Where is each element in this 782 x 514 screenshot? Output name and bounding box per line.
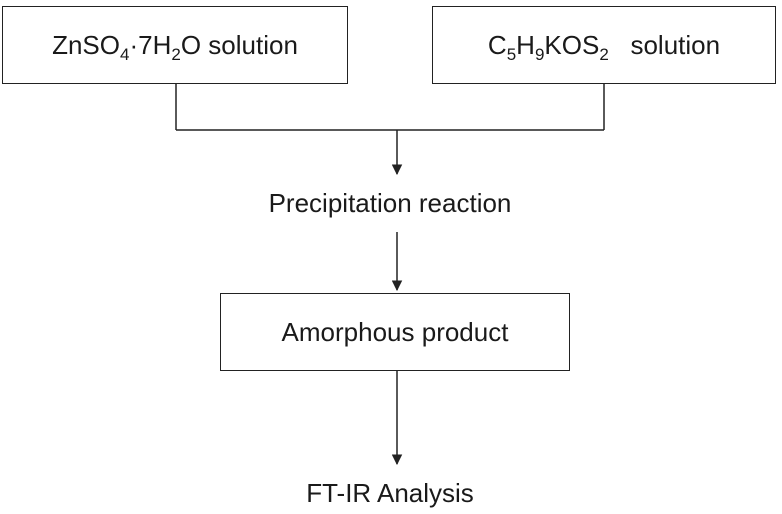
ftir-analysis-label: FT-IR Analysis [306,478,474,508]
formula-subscript: 5 [506,44,517,64]
formula-part: C [487,29,507,60]
formula-part: ZnSO [52,29,120,60]
zinc-sulfate-formula: ZnSO4·7H2O [52,29,202,64]
formula-subscript: 2 [599,44,609,64]
zinc-sulfate-solution-box: ZnSO4·7H2O solution [2,6,348,84]
formula-part: ·7H [129,29,172,60]
xanthate-solution-box: C5H9KOS2 solution [432,6,776,84]
zinc-solution-suffix: solution [208,29,298,60]
amorphous-product-box: Amorphous product [220,293,570,371]
amorphous-product-label: Amorphous product [281,316,509,347]
precipitation-reaction-label: Precipitation reaction [268,188,512,218]
formula-subscript: 2 [171,44,181,64]
xanthate-solution-suffix: solution [630,29,721,60]
xanthate-formula: C5H9KOS2 [487,29,609,64]
formula-part: H [516,29,535,60]
formula-part: KOS [544,29,600,60]
formula-subscript: 4 [119,44,130,64]
formula-subscript: 9 [534,44,545,64]
formula-part: O [180,29,202,60]
